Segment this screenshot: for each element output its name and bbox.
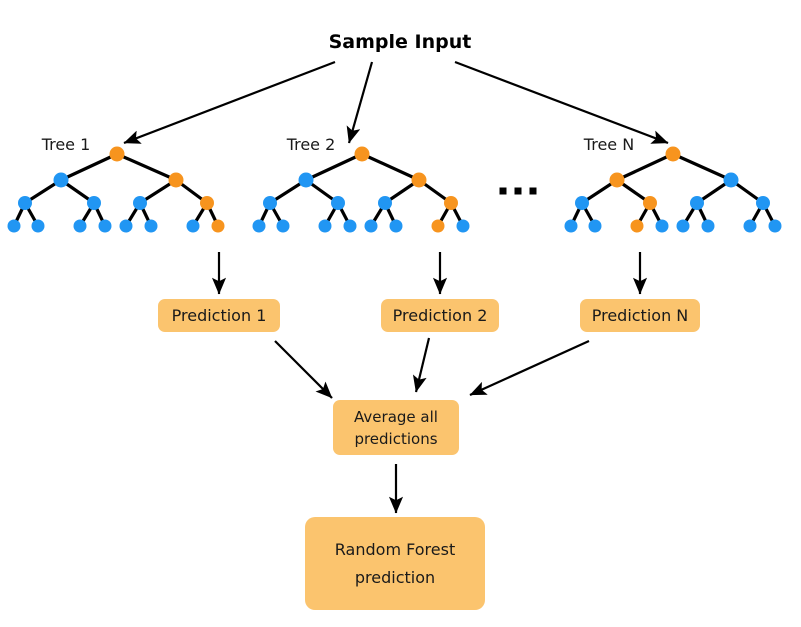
tree-node-blue xyxy=(298,172,314,188)
prediction-box-3[interactable]: Prediction N xyxy=(580,299,700,332)
tree-node-orange xyxy=(665,146,681,162)
arrow-input-to-tree-1 xyxy=(123,60,336,145)
tree-2: Tree 2 xyxy=(252,135,470,233)
tree-node-blue xyxy=(318,219,332,233)
tree-node-blue xyxy=(263,196,277,210)
tree-node-blue xyxy=(655,219,669,233)
prediction-box-label: Prediction 2 xyxy=(393,306,488,325)
prediction-box-shape xyxy=(381,299,499,332)
predictions-to-average-arrows xyxy=(274,337,590,399)
tree-node-orange xyxy=(630,219,644,233)
arrow-input-to-tree-2 xyxy=(346,61,374,144)
tree-node-orange xyxy=(431,219,445,233)
tree-edge xyxy=(360,152,421,182)
tree-node-blue xyxy=(73,219,87,233)
tree-node-blue xyxy=(31,219,45,233)
tree-node-blue xyxy=(378,196,392,210)
tree-node-blue xyxy=(756,196,770,210)
tree-node-blue xyxy=(186,219,200,233)
tree-node-blue xyxy=(676,219,690,233)
result-box-line2: prediction xyxy=(355,568,435,587)
tree-node-blue xyxy=(18,196,32,210)
prediction-boxes-group: Prediction 1 Prediction 2 Prediction N xyxy=(158,299,700,332)
tree-node-blue xyxy=(723,172,739,188)
tree-node-orange xyxy=(411,172,427,188)
tree-edge xyxy=(671,152,733,182)
tree-node-orange xyxy=(444,196,458,210)
tree-node-blue xyxy=(743,219,757,233)
result-box-shape xyxy=(305,517,485,610)
prediction-box-shape xyxy=(580,299,700,332)
tree-node-orange xyxy=(609,172,625,188)
result-box-line1: Random Forest xyxy=(335,540,455,559)
tree-node-blue xyxy=(53,172,69,188)
input-to-trees-arrows xyxy=(123,60,669,145)
tree-3: Tree N xyxy=(564,135,782,233)
tree-node-blue xyxy=(456,219,470,233)
prediction-box-label: Prediction N xyxy=(592,306,689,325)
arrow-prediction-2-to-average xyxy=(412,337,431,393)
tree-node-orange xyxy=(168,172,184,188)
tree-edge xyxy=(59,152,119,182)
tree-node-orange xyxy=(643,196,657,210)
tree-node-blue xyxy=(98,219,112,233)
tree-node-blue xyxy=(343,219,357,233)
prediction-box-shape xyxy=(158,299,280,332)
tree-edge xyxy=(304,152,364,182)
tree-node-orange xyxy=(211,219,225,233)
average-box-shape xyxy=(333,400,459,455)
tree-node-blue xyxy=(389,219,403,233)
tree-node-blue xyxy=(144,219,158,233)
tree-label-2: Tree 2 xyxy=(286,135,336,154)
tree-label-1: Tree 1 xyxy=(41,135,91,154)
arrow-input-to-tree-n xyxy=(454,60,669,145)
tree-node-blue xyxy=(588,219,602,233)
tree-node-blue xyxy=(575,196,589,210)
average-predictions-box[interactable]: Average all predictions xyxy=(333,400,459,455)
ellipsis-icon xyxy=(499,187,537,195)
random-forest-prediction-box[interactable]: Random Forest prediction xyxy=(305,517,485,610)
tree-node-blue xyxy=(768,219,782,233)
arrow-prediction-1-to-average xyxy=(274,340,333,399)
tree-node-blue xyxy=(7,219,21,233)
prediction-box-label: Prediction 1 xyxy=(172,306,267,325)
trees-to-predictions-arrows xyxy=(211,252,648,295)
tree-1: Tree 1 xyxy=(7,135,225,233)
arrow-prediction-n-to-average xyxy=(469,339,590,397)
tree-node-blue xyxy=(276,219,290,233)
prediction-box-1[interactable]: Prediction 1 xyxy=(158,299,280,332)
tree-node-blue xyxy=(133,196,147,210)
average-box-line2: predictions xyxy=(354,430,437,448)
tree-label-3: Tree N xyxy=(583,135,634,154)
tree-edge xyxy=(115,152,178,182)
ellipsis-dot xyxy=(514,187,522,195)
page-title: Sample Input xyxy=(329,31,472,53)
tree-node-blue xyxy=(331,196,345,210)
tree-node-blue xyxy=(701,219,715,233)
tree-node-blue xyxy=(119,219,133,233)
decision-trees-group: Tree 1 Tree 2 Tree N xyxy=(7,135,782,233)
average-box-line1: Average all xyxy=(354,408,438,426)
tree-node-orange xyxy=(200,196,214,210)
tree-node-blue xyxy=(564,219,578,233)
tree-node-blue xyxy=(690,196,704,210)
tree-node-orange xyxy=(354,146,370,162)
ellipsis-dot xyxy=(529,187,537,195)
tree-node-blue xyxy=(252,219,266,233)
ellipsis-dot xyxy=(499,187,507,195)
tree-node-blue xyxy=(364,219,378,233)
prediction-box-2[interactable]: Prediction 2 xyxy=(381,299,499,332)
tree-node-blue xyxy=(87,196,101,210)
tree-edge xyxy=(615,152,675,182)
tree-node-orange xyxy=(109,146,125,162)
